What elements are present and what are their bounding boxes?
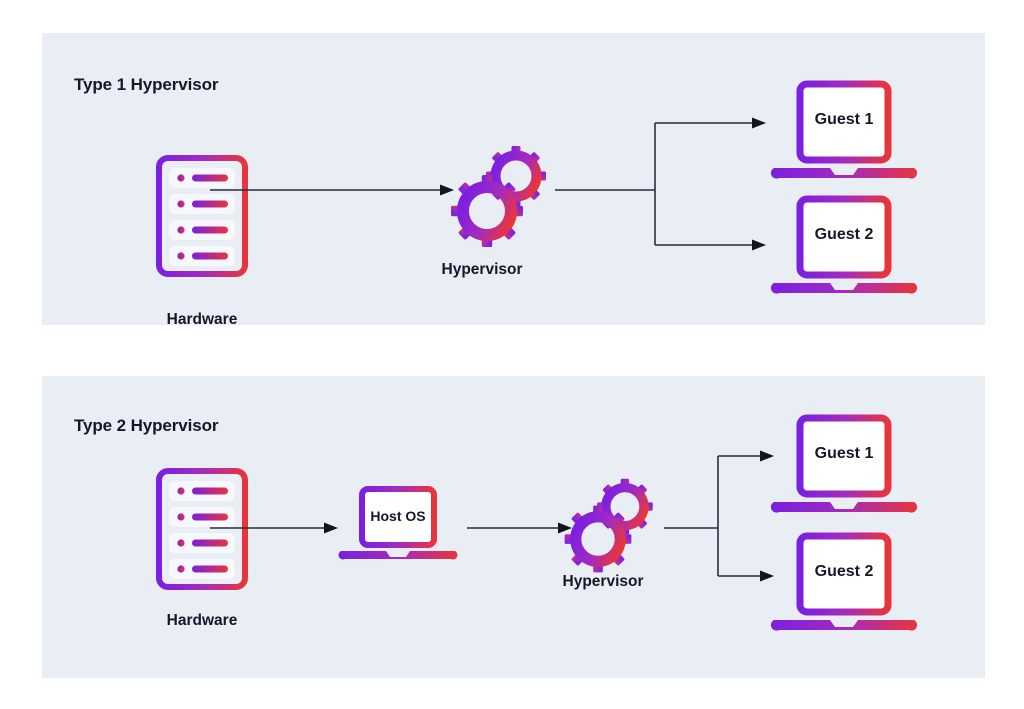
type1-guest-2-node: Guest 2 [770, 195, 918, 298]
section-type1-panel: Type 1 Hypervisor [42, 33, 985, 328]
type2-guest-1-label: Guest 1 [814, 445, 874, 462]
laptop-icon: Guest 1 [770, 80, 918, 183]
gears-icon [560, 476, 662, 578]
type2-arrow-hardware-to-hostos [210, 522, 338, 534]
type2-guest-1-node: Guest 1 [770, 414, 918, 517]
type1-hypervisor-node [446, 143, 556, 253]
type1-guest-1-label: Guest 1 [814, 111, 874, 128]
section-type2-panel: Type 2 Hypervisor [42, 376, 985, 678]
type1-hardware-label: Hardware [166, 311, 238, 328]
laptop-icon: Guest 1 [770, 414, 918, 517]
type1-guest-1-node: Guest 1 [770, 80, 918, 183]
type2-hardware-node [156, 468, 248, 590]
type2-branch-connector [664, 450, 774, 582]
gears-icon [446, 143, 556, 253]
type1-hardware-node [156, 155, 248, 277]
type2-guest-2-label: Guest 2 [814, 563, 874, 580]
server-icon [156, 468, 248, 590]
server-icon [156, 155, 248, 277]
type2-hostos-label: Host OS [370, 508, 426, 524]
type1-guest-2-label: Guest 2 [814, 226, 874, 243]
laptop-icon: Host OS [338, 486, 458, 566]
type2-hypervisor-node [560, 476, 662, 578]
type1-hypervisor-label: Hypervisor [441, 261, 523, 278]
type2-arrow-hostos-to-hypervisor [467, 522, 572, 534]
section-type1-title: Type 1 Hypervisor [74, 75, 219, 94]
type1-arrow-hardware-to-hypervisor [210, 184, 454, 196]
type2-hardware-label: Hardware [166, 612, 238, 629]
section-type2-title: Type 2 Hypervisor [74, 416, 219, 435]
laptop-icon: Guest 2 [770, 195, 918, 298]
type1-branch-connector [555, 117, 766, 251]
type2-hostos-node: Host OS [338, 486, 458, 566]
type2-guest-2-node: Guest 2 [770, 532, 918, 635]
type2-hypervisor-label: Hypervisor [562, 573, 644, 590]
laptop-icon: Guest 2 [770, 532, 918, 635]
